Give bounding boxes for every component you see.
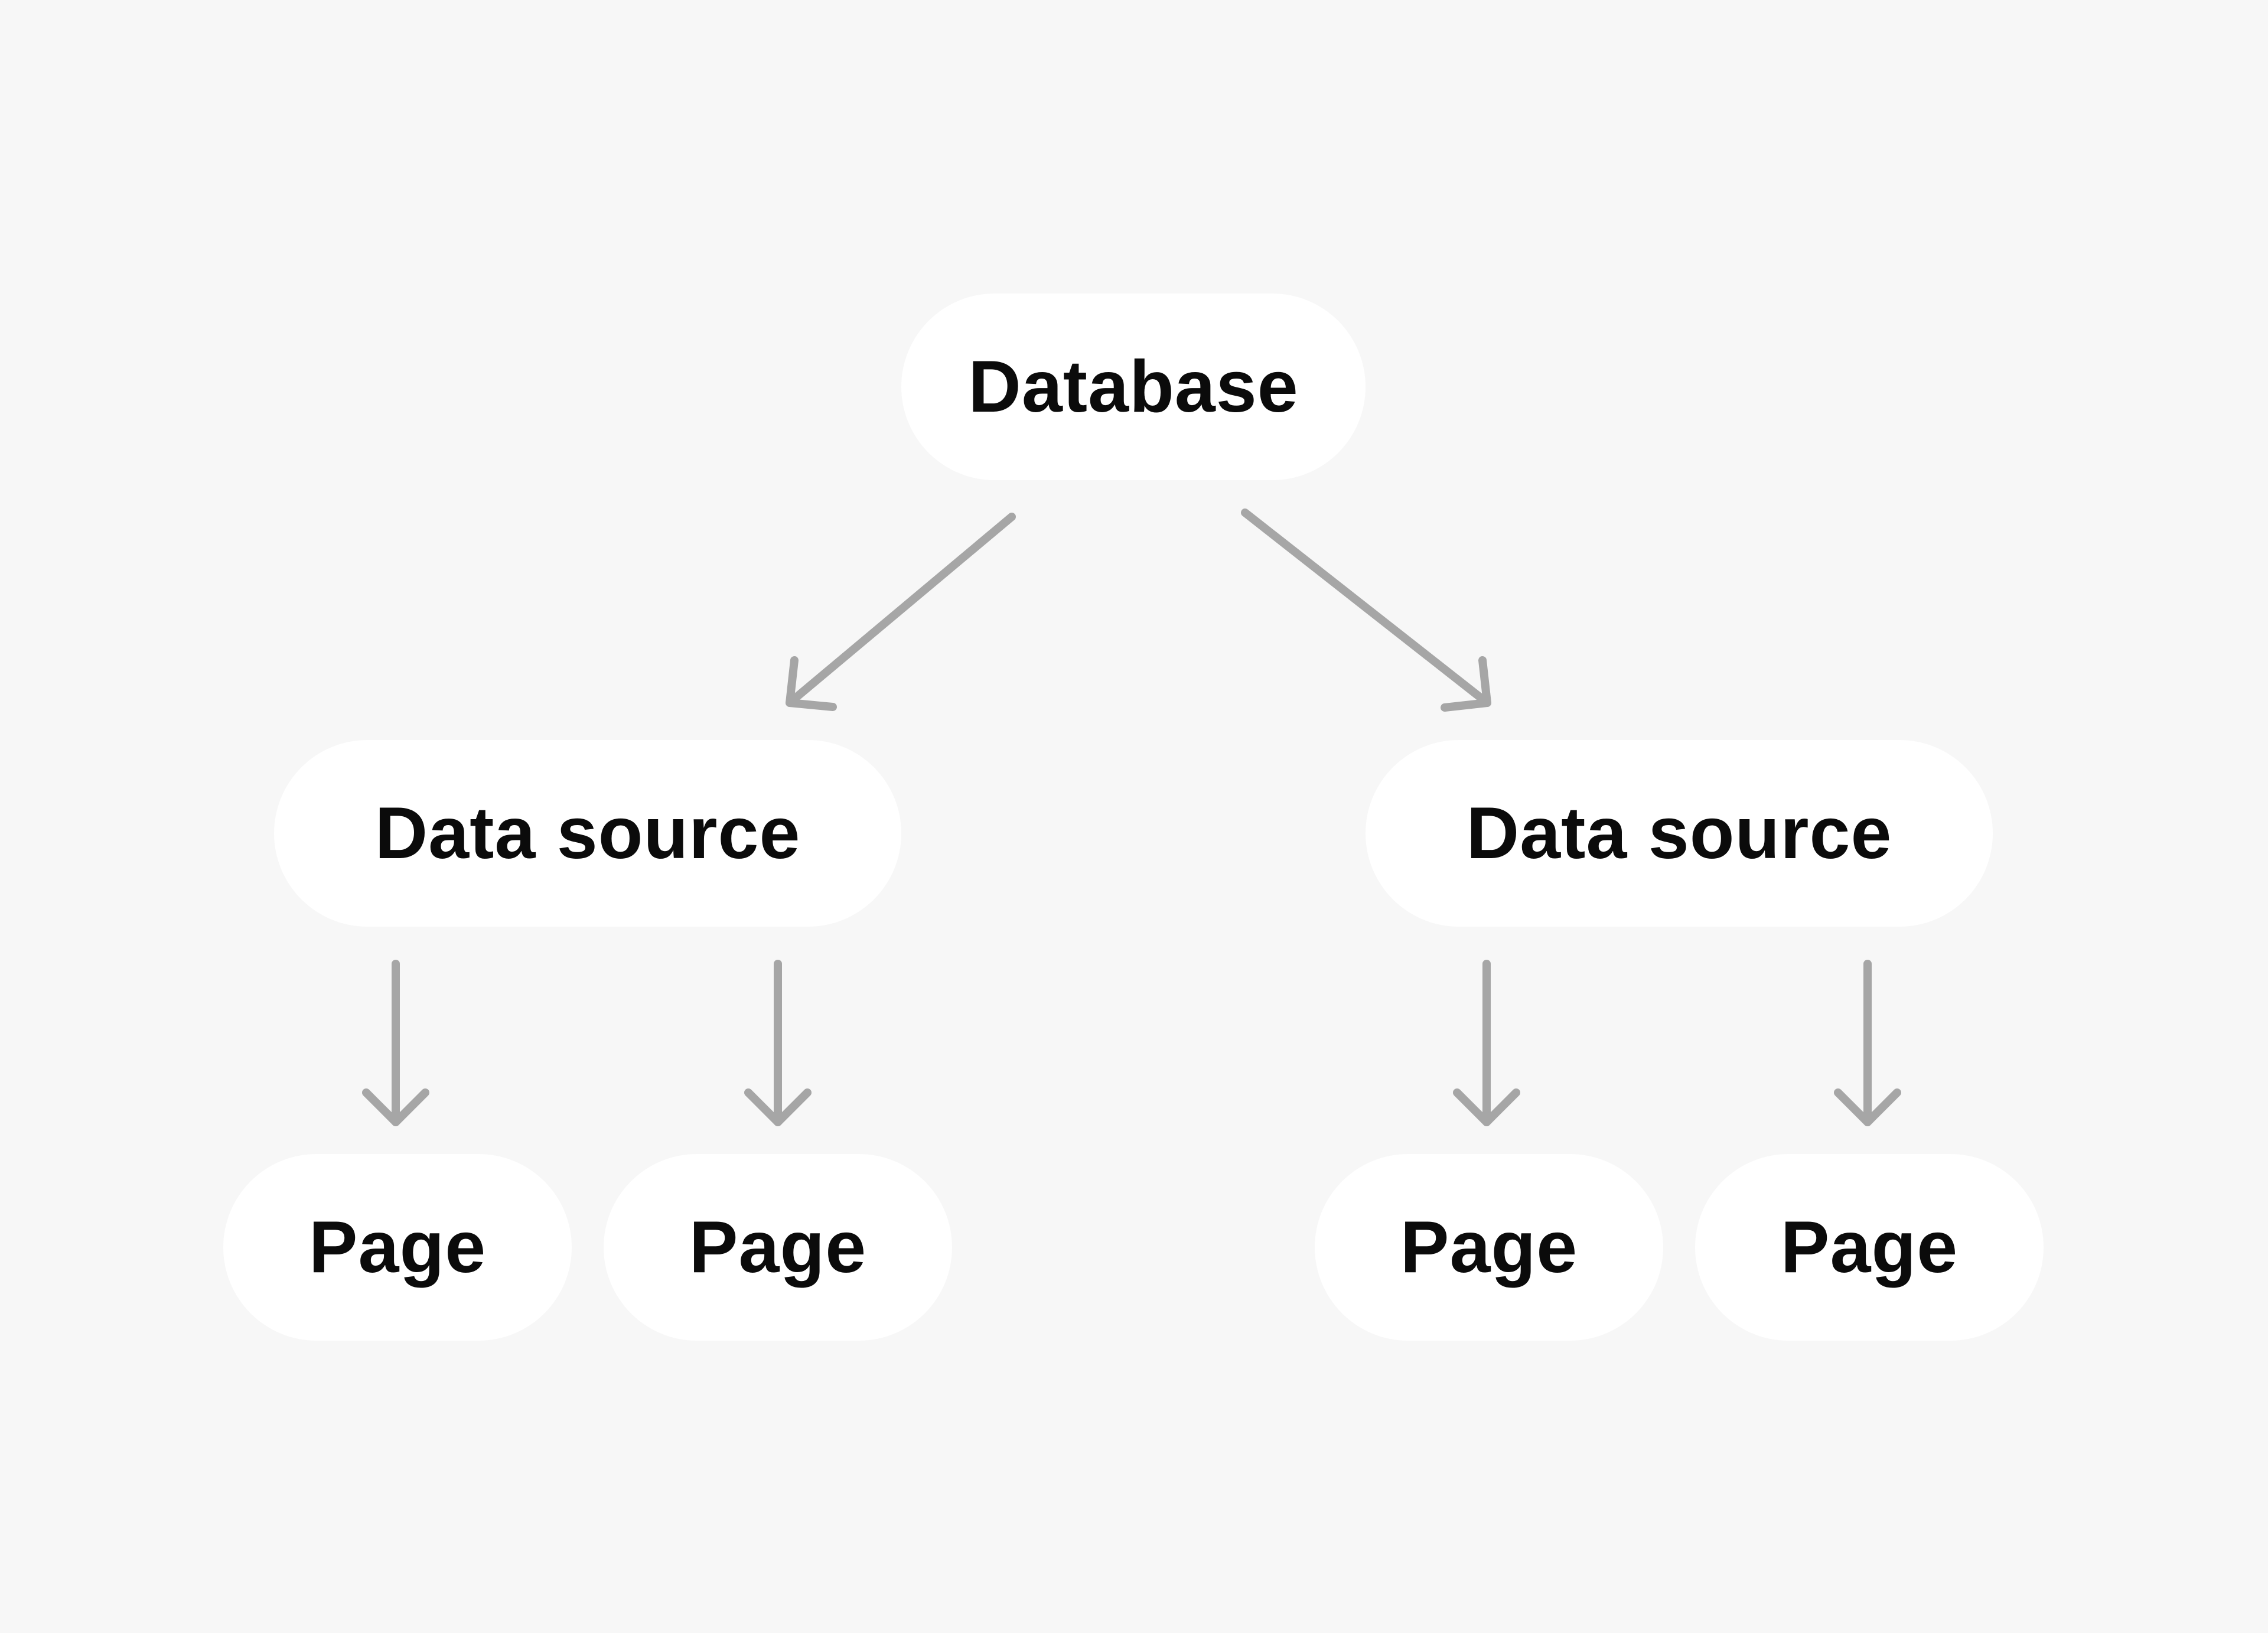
page-node-3: Page — [1315, 1154, 1663, 1341]
page-label: Page — [1780, 1207, 1959, 1288]
page-label: Page — [689, 1207, 867, 1288]
arrow-data-source-right-to-page-3 — [1453, 960, 1520, 1126]
data-source-label: Data source — [374, 793, 801, 874]
page-node-4: Page — [1695, 1154, 2044, 1341]
data-source-label: Data source — [1466, 793, 1892, 874]
arrow-data-source-left-to-page-1 — [362, 960, 429, 1126]
arrow-data-source-left-to-page-2 — [744, 960, 812, 1126]
data-source-node-left: Data source — [274, 740, 901, 927]
arrow-data-source-right-to-page-4 — [1834, 960, 1901, 1126]
page-label: Page — [308, 1207, 487, 1288]
page-node-2: Page — [604, 1154, 952, 1341]
database-node: Database — [901, 294, 1366, 480]
arrow-database-to-data-source-right — [1241, 509, 1491, 712]
page-node-1: Page — [223, 1154, 572, 1341]
arrow-database-to-data-source-left — [786, 513, 1016, 711]
database-label: Database — [968, 346, 1299, 428]
page-label: Page — [1400, 1207, 1578, 1288]
data-source-node-right: Data source — [1366, 740, 1993, 927]
